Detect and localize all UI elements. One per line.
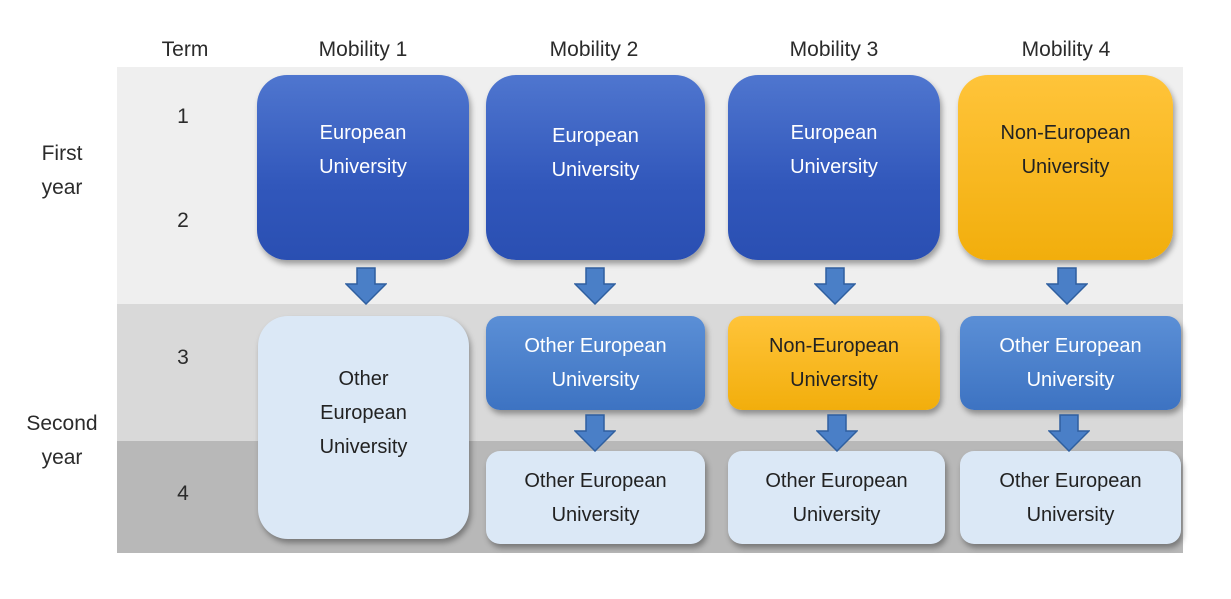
header-mobility-2: Mobility 2	[549, 38, 639, 61]
arrow-down-icon	[574, 267, 616, 305]
mobility-4-term-4-box: Other European University	[960, 451, 1181, 544]
mobility-3-term-4-box: Other European University	[728, 451, 945, 544]
mobility-4-term-3-box: Other European University	[960, 316, 1181, 410]
mobility-4-term-4-text: Other European University	[999, 469, 1142, 526]
mobility-2-first-year-text: European University	[551, 124, 640, 181]
header-mobility-1: Mobility 1	[318, 38, 408, 61]
mobility-4-first-year-box: Non-European University	[958, 75, 1173, 260]
mobility-1-second-year-box: Other European University	[258, 316, 469, 539]
mobility-4-first-year-text: Non-European University	[1000, 121, 1131, 178]
mobility-2-term-4-box: Other European University	[486, 451, 705, 544]
second-year-label: Second year	[26, 412, 98, 469]
mobility-3-first-year-text: European University	[790, 121, 878, 178]
arrow-down-icon	[814, 267, 856, 305]
mobility-1-second-year-text: Other European University	[319, 367, 408, 458]
arrow-down-icon	[816, 414, 858, 452]
mobility-3-term-4-text: Other European University	[765, 469, 908, 526]
mobility-3-term-3-text: Non-European University	[768, 335, 900, 391]
arrow-down-icon	[574, 414, 616, 452]
header-mobility-4: Mobility 4	[1021, 38, 1111, 61]
header-term: Term	[161, 38, 209, 61]
mobility-1-first-year-text: European University	[319, 121, 407, 178]
mobility-2-term-4-text: Other European University	[524, 469, 667, 526]
first-year-label: First year	[41, 142, 83, 199]
arrow-down-icon	[1046, 267, 1088, 305]
mobility-1-first-year-box: European University	[257, 75, 469, 260]
mobility-2-term-3-box: Other European University	[486, 316, 705, 410]
term-4-label: 4	[177, 482, 189, 505]
term-3-label: 3	[177, 346, 189, 369]
arrow-down-icon	[345, 267, 387, 305]
term-2-label: 2	[177, 209, 189, 232]
mobility-3-first-year-box: European University	[728, 75, 940, 260]
mobility-3-term-3-box: Non-European University	[728, 316, 940, 410]
mobility-4-term-3-text: Other European University	[999, 335, 1142, 391]
mobility-2-term-3-text: Other European University	[524, 335, 667, 391]
mobility-2-first-year-box: European University	[486, 75, 705, 260]
arrow-down-icon	[1048, 414, 1090, 452]
header-mobility-3: Mobility 3	[789, 38, 879, 61]
term-1-label: 1	[177, 105, 189, 128]
